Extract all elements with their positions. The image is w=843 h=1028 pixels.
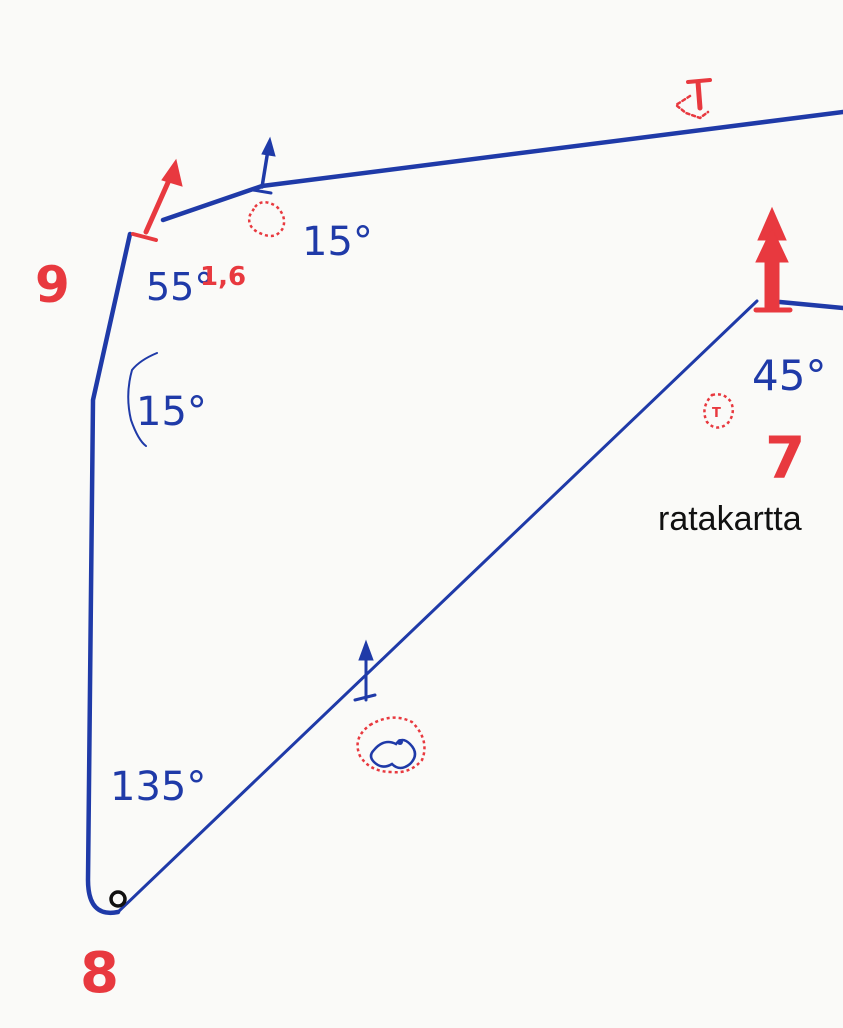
angle-55-label: 55° (146, 265, 213, 309)
angle-45-label: 45° (752, 351, 826, 400)
track-line-7-right (777, 299, 843, 311)
bracket-mark (127, 352, 158, 447)
angle-15-top-label: 15° (302, 219, 373, 265)
point-7-label: 7 (765, 424, 805, 492)
dotted-feature-diagonal (356, 716, 426, 774)
angle-135-label: 135° (110, 764, 206, 810)
track-line-8-7 (116, 299, 759, 914)
angle-15-left-label: 15° (136, 389, 207, 435)
blue-arrow-diagonal (353, 639, 377, 702)
value-1-6-label: 1,6 (200, 262, 246, 292)
point-9-label: 9 (35, 256, 70, 314)
point-8-circle (109, 890, 127, 908)
map-caption: ratakartta (658, 500, 802, 538)
red-arrow-9 (131, 158, 183, 242)
red-marker-1 (673, 78, 712, 120)
feature-7-mark: T (712, 406, 721, 421)
blue-feature-dot (397, 739, 403, 745)
point-8-label: 8 (80, 941, 119, 1006)
blue-arrow-top (251, 136, 276, 195)
track-line-9-8 (85, 231, 133, 916)
red-arrow-7 (753, 206, 793, 313)
dotted-feature-top (248, 201, 286, 238)
blue-feature-diagonal (369, 738, 417, 770)
